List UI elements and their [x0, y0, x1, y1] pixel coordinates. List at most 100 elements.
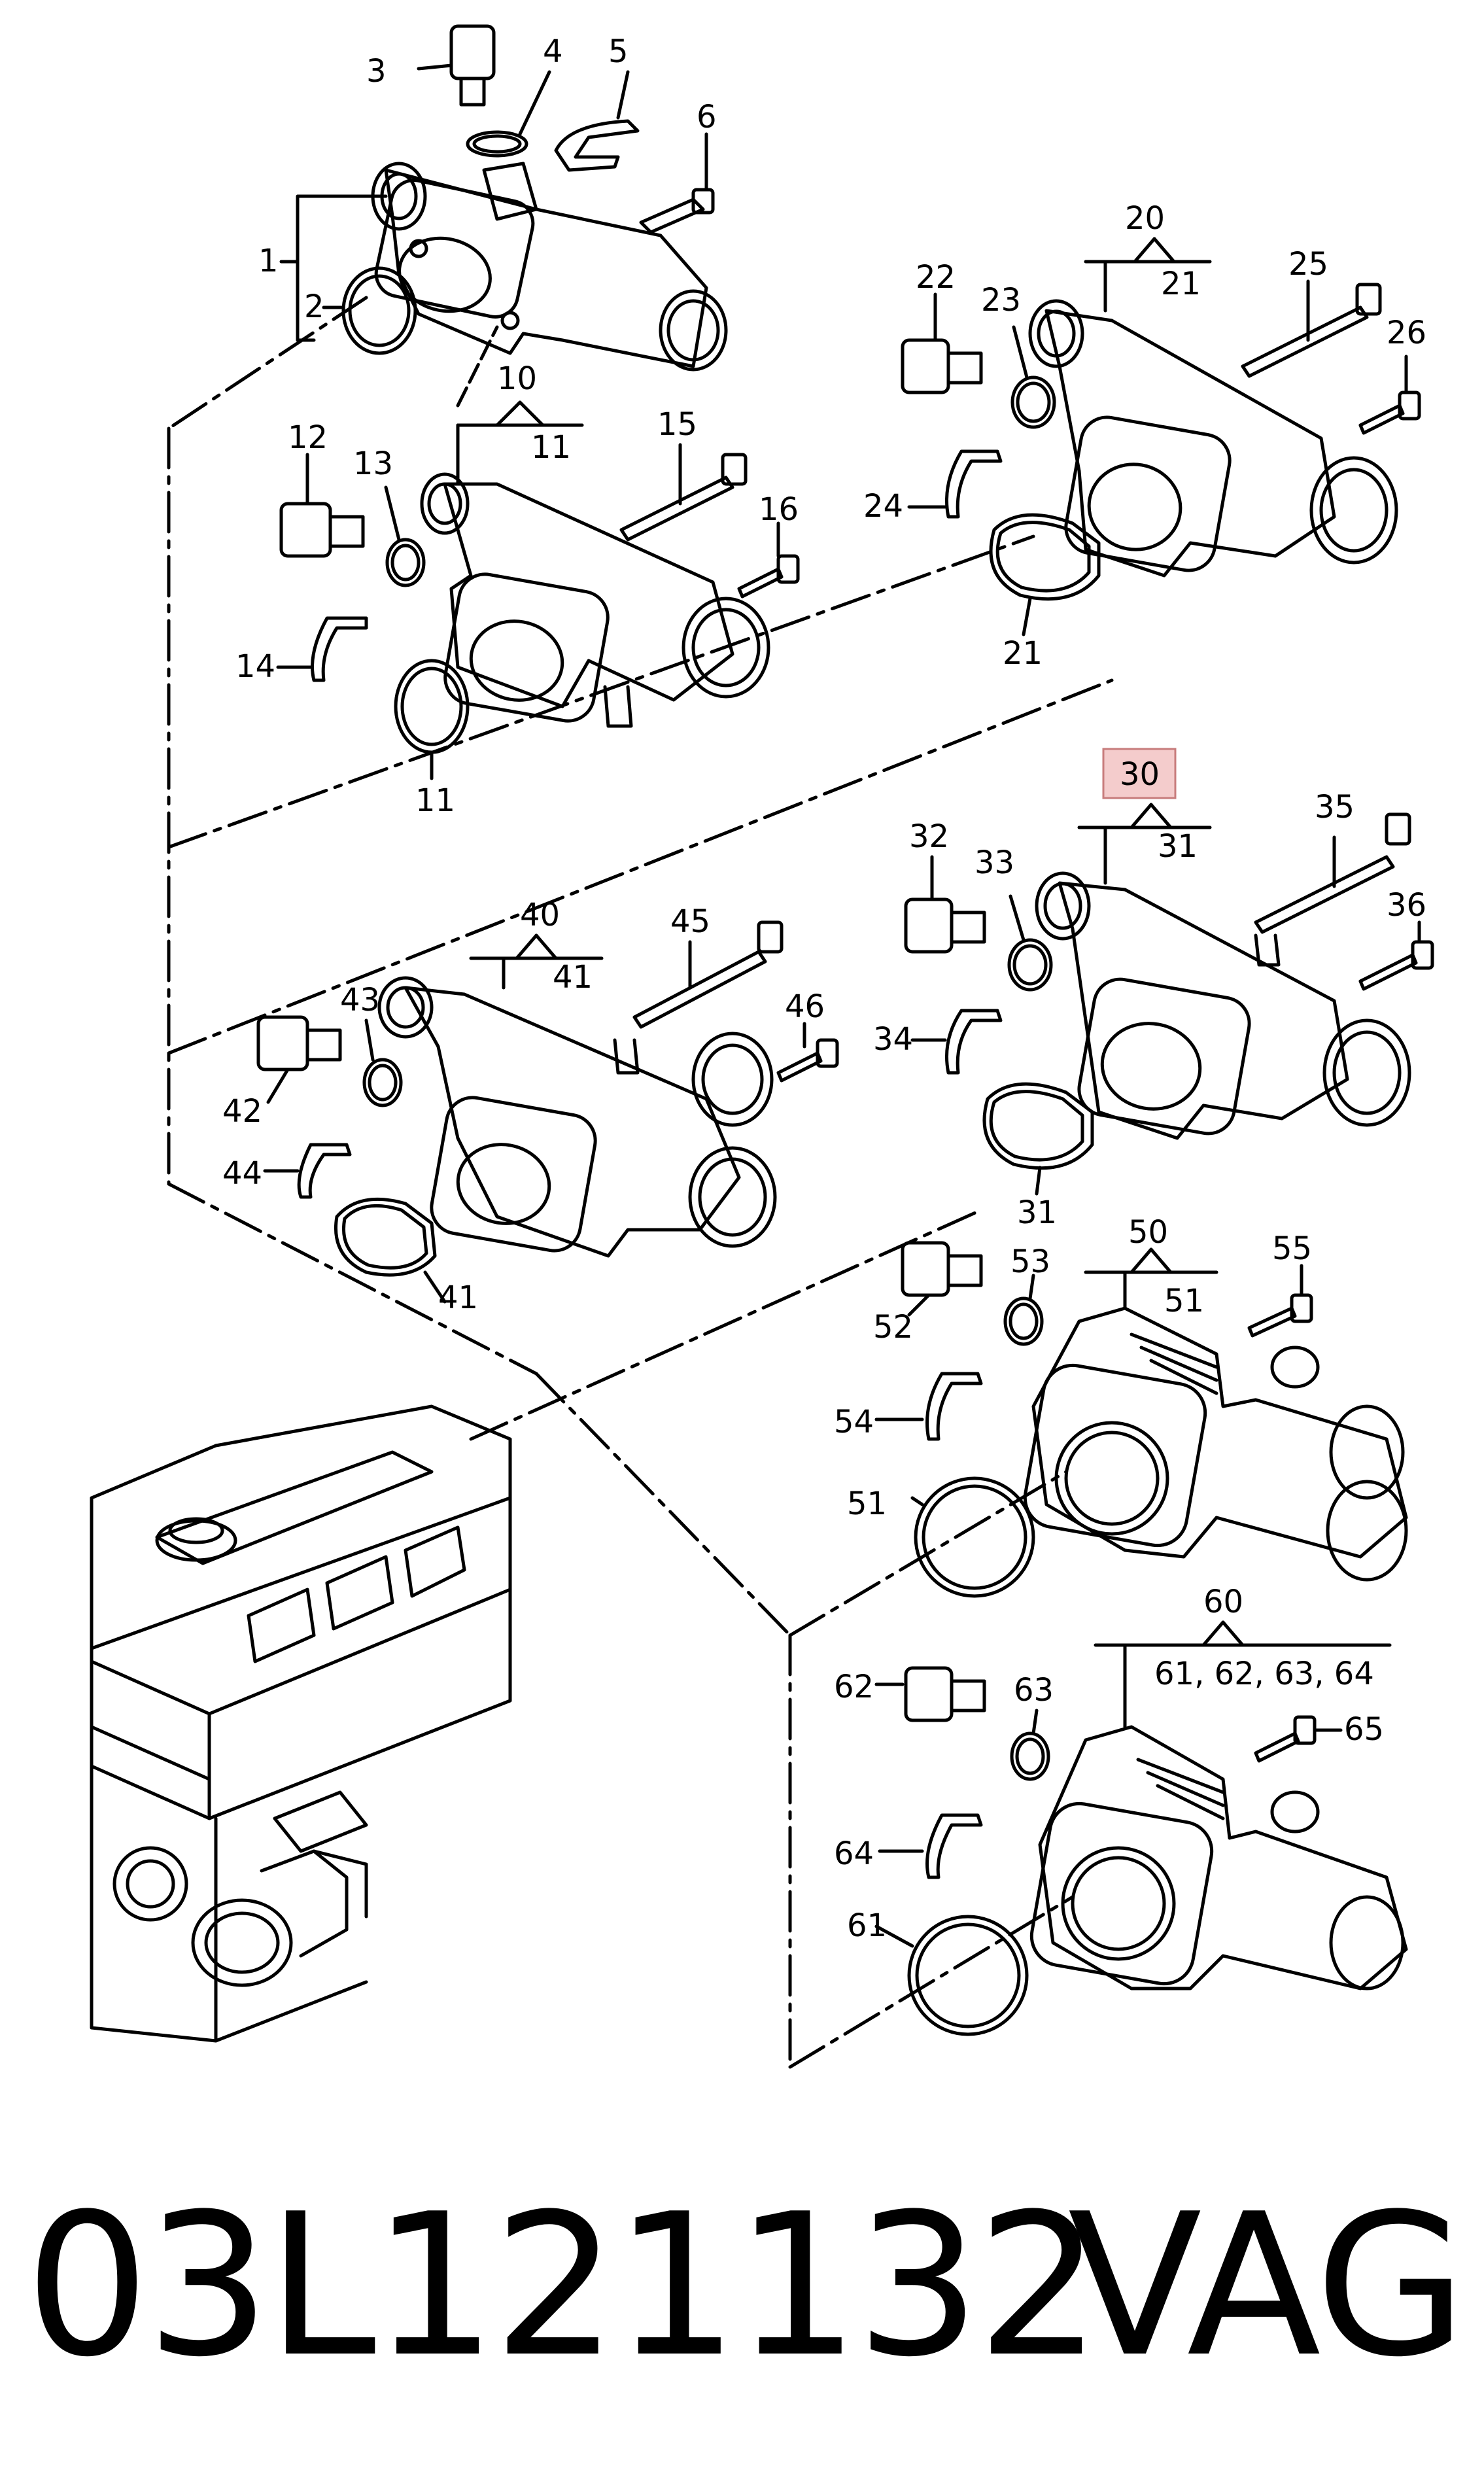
label-10: 10	[497, 360, 537, 397]
o-ring-23	[1010, 325, 1056, 429]
footer: 03L121132 VAG	[0, 2178, 1484, 2394]
label-63: 63	[1014, 1672, 1054, 1709]
sensor-42	[256, 1015, 342, 1104]
label-41-top: 41	[553, 959, 593, 996]
sensor-3	[417, 24, 496, 107]
bracket-1	[279, 194, 388, 342]
label-26: 26	[1387, 315, 1426, 351]
label-11-bottom: 11	[415, 782, 455, 819]
thermostat-housing-40	[377, 976, 777, 1258]
label-61: 61	[847, 1907, 887, 1944]
bolt-26	[1358, 355, 1421, 435]
part-number: 03L121132	[25, 2172, 1101, 2400]
label-54: 54	[834, 1404, 874, 1440]
gasket-31	[982, 1082, 1094, 1196]
bolt-55	[1247, 1264, 1313, 1338]
bolt-65	[1254, 1715, 1343, 1763]
clip-44	[263, 1143, 352, 1199]
assembly-guide-lines	[167, 296, 1114, 2069]
thermostat-housing-50	[1023, 1306, 1408, 1582]
label-34: 34	[873, 1021, 913, 1058]
label-62: 62	[834, 1669, 874, 1705]
label-42: 42	[222, 1093, 262, 1130]
label-3: 3	[366, 53, 387, 90]
label-2: 2	[304, 288, 324, 325]
thermostat-housing-1	[371, 162, 728, 372]
label-43: 43	[340, 982, 380, 1018]
bracket-50	[1084, 1247, 1218, 1310]
label-12: 12	[288, 419, 328, 456]
label-6: 6	[697, 99, 717, 135]
label-53: 53	[1010, 1243, 1050, 1280]
engine-block	[90, 1404, 512, 2043]
label-23: 23	[981, 282, 1021, 319]
label-31-bottom: 31	[1017, 1194, 1057, 1231]
sensor-32	[904, 855, 986, 954]
highlight-box-30	[1102, 748, 1177, 799]
label-21-top: 21	[1161, 266, 1201, 302]
sensor-22	[901, 292, 983, 394]
o-ring-4	[466, 70, 551, 158]
bolt-36	[1358, 920, 1434, 991]
label-16: 16	[759, 491, 799, 528]
label-4: 4	[543, 33, 563, 70]
label-52: 52	[873, 1309, 913, 1346]
label-44: 44	[222, 1155, 262, 1192]
gasket-41	[334, 1197, 447, 1304]
label-24: 24	[863, 488, 903, 525]
bolt-15	[619, 443, 748, 542]
label-55: 55	[1272, 1230, 1312, 1267]
gasket-51	[910, 1476, 1035, 1598]
clip-54	[874, 1372, 983, 1441]
label-14: 14	[235, 648, 275, 685]
label-11-top: 11	[531, 429, 571, 466]
label-45: 45	[670, 903, 710, 940]
bracket-60	[1094, 1620, 1392, 1729]
gasket-61	[874, 1915, 1029, 2036]
clip-64	[878, 1813, 983, 1879]
label-40: 40	[520, 897, 560, 933]
sensor-12	[279, 453, 365, 558]
label-31-top: 31	[1158, 828, 1198, 865]
label-22: 22	[916, 259, 956, 296]
label-51-top: 51	[1164, 1283, 1204, 1319]
label-60: 60	[1203, 1584, 1243, 1620]
label-64: 64	[834, 1835, 874, 1872]
bolt-25	[1241, 279, 1382, 378]
label-36: 36	[1387, 887, 1426, 924]
bolt-16	[737, 521, 800, 599]
label-61-64-group: 61, 62, 63, 64	[1154, 1656, 1374, 1692]
label-30: 30	[1120, 756, 1160, 793]
thermostat-housing-20	[1028, 299, 1398, 578]
gasket-2	[322, 266, 417, 355]
thermostat-housing-30	[1035, 871, 1411, 1140]
label-33: 33	[975, 844, 1014, 881]
o-ring-53	[1003, 1274, 1044, 1346]
gasket-21	[989, 513, 1101, 636]
label-35: 35	[1315, 789, 1355, 825]
label-46: 46	[785, 988, 825, 1025]
sensor-52	[901, 1241, 983, 1317]
o-ring-33	[1007, 894, 1053, 992]
label-15: 15	[657, 406, 697, 443]
o-ring-13	[384, 485, 426, 587]
sensor-62	[874, 1666, 986, 1722]
label-41-bottom: 41	[438, 1279, 478, 1316]
label-51-bottom: 51	[847, 1486, 887, 1522]
label-20: 20	[1125, 200, 1165, 237]
clip-14	[276, 616, 368, 682]
label-32: 32	[909, 818, 949, 855]
label-13: 13	[353, 445, 393, 482]
thermostat-housing-10	[420, 472, 770, 728]
bolt-6	[639, 132, 715, 234]
bolt-45	[632, 920, 784, 1029]
label-50: 50	[1128, 1214, 1168, 1251]
bolt-35	[1254, 812, 1411, 934]
label-21-bottom: 21	[1003, 635, 1043, 672]
clip-5	[554, 70, 640, 172]
bracket-20	[1084, 237, 1212, 313]
label-1: 1	[258, 243, 279, 279]
label-65: 65	[1344, 1711, 1384, 1748]
gasket-11	[394, 659, 470, 780]
